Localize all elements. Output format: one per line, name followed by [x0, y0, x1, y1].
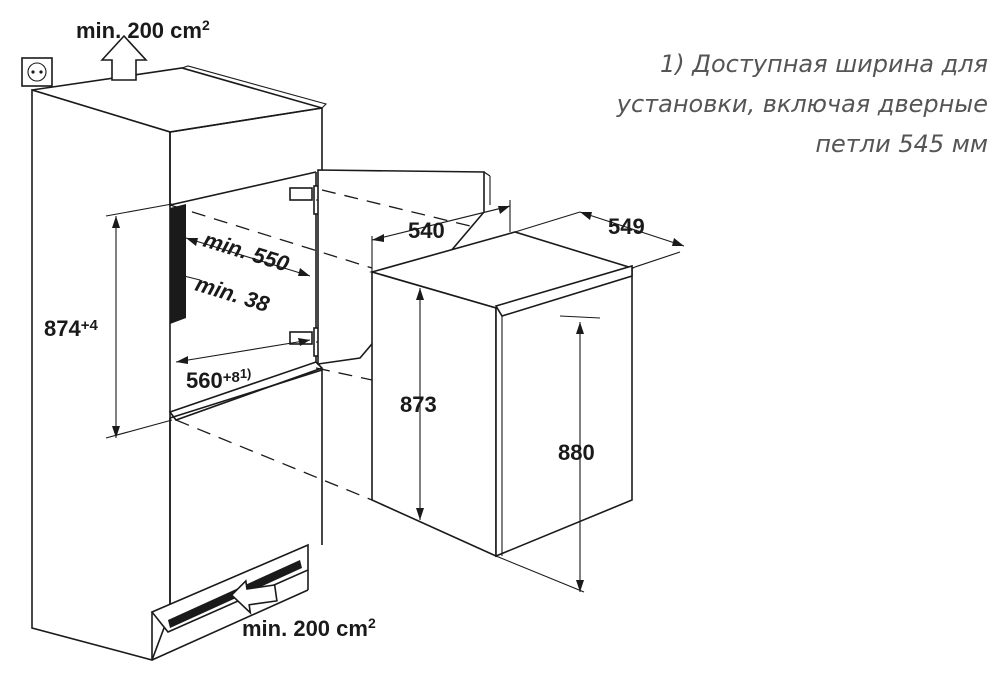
- footnote-line-3: петли 545 мм: [815, 130, 988, 158]
- cabinet: [31, 65, 328, 661]
- appliance-depth-label: 549: [608, 214, 645, 239]
- footnote-line-1: 1) Доступная ширина для: [660, 50, 988, 78]
- top-vent-arrow-icon: [100, 34, 148, 81]
- niche-depth-label: min. 550: [201, 227, 293, 277]
- footnote-line-2: установки, включая дверные: [616, 90, 988, 118]
- niche-width-label: 560+81): [186, 366, 251, 393]
- cabinet-side-panel: [31, 88, 171, 661]
- top-vent-label: min. 200 cm2: [76, 17, 210, 43]
- rear-vent-strip: [170, 204, 186, 324]
- appliance-width-label: 540: [408, 218, 445, 243]
- niche-height-label: 874+4: [44, 316, 98, 341]
- dimension-lines: [105, 200, 685, 593]
- bottom-vent-label: min. 200 cm2: [242, 615, 376, 641]
- appliance-door-strip: [494, 264, 633, 317]
- appliance-body-height-label: 873: [400, 392, 437, 417]
- appliance-total-height-label: 880: [558, 440, 595, 465]
- footnote: 1) Доступная ширина для установки, включ…: [616, 50, 988, 158]
- rear-gap-label: min. 38: [193, 271, 274, 317]
- dashed-guides: [169, 189, 471, 501]
- power-socket-icon: [21, 57, 53, 87]
- bottom-vent-arrow-icon: [230, 579, 278, 615]
- appliance: [369, 231, 635, 558]
